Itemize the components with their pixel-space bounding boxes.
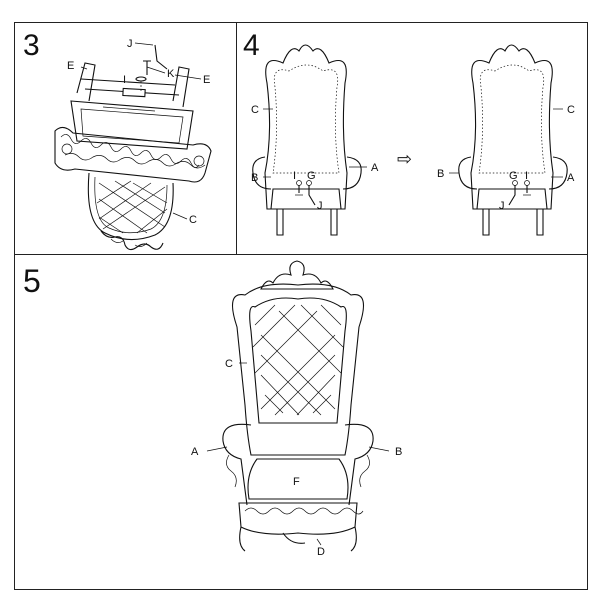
washer-I	[135, 76, 147, 82]
left-label-I: I	[293, 170, 296, 182]
assembled-throne-chair	[222, 260, 374, 552]
step-number: 5	[23, 263, 41, 299]
step-3-panel: 3	[14, 22, 237, 255]
label-A: A	[191, 446, 199, 458]
allen-key-J	[154, 44, 168, 70]
label-I: I	[123, 74, 126, 86]
right-label-G: G	[509, 170, 518, 182]
bracket-part	[122, 87, 146, 98]
label-E-left: E	[67, 60, 74, 72]
step-5-panel: 5 C A B	[14, 254, 588, 590]
left-label-B: B	[251, 172, 258, 184]
bolt-K	[143, 60, 151, 75]
step-3-illustration: J K I E E C	[54, 38, 212, 251]
step-number: 3	[23, 29, 40, 62]
left-label-A: A	[371, 162, 379, 174]
label-B: B	[395, 446, 402, 458]
chair-back-view-right	[458, 44, 568, 236]
seat-frame-drawing	[54, 62, 212, 251]
right-label-I: I	[525, 170, 528, 182]
chair-back-view-left	[252, 44, 362, 236]
step-5-illustration: C A B F D	[191, 260, 402, 558]
label-C: C	[225, 358, 233, 370]
label-E-right: E	[203, 74, 210, 86]
step-4-illustration: C B I G J A ⇨ C B G I J A	[251, 44, 575, 236]
label-K: K	[167, 68, 175, 80]
label-J: J	[127, 38, 133, 50]
label-F: F	[293, 476, 300, 488]
right-label-A: A	[567, 172, 575, 184]
right-label-B: B	[437, 168, 444, 180]
label-C: C	[189, 214, 197, 226]
left-label-C: C	[251, 104, 259, 116]
left-label-G: G	[307, 170, 316, 182]
right-label-C: C	[567, 104, 575, 116]
left-label-J: J	[317, 200, 323, 212]
arrow-icon: ⇨	[397, 149, 412, 169]
step-number: 4	[243, 29, 260, 62]
right-label-J: J	[499, 200, 505, 212]
step-4-panel: 4 C B I G J A ⇨	[236, 22, 588, 255]
label-D: D	[317, 546, 325, 558]
